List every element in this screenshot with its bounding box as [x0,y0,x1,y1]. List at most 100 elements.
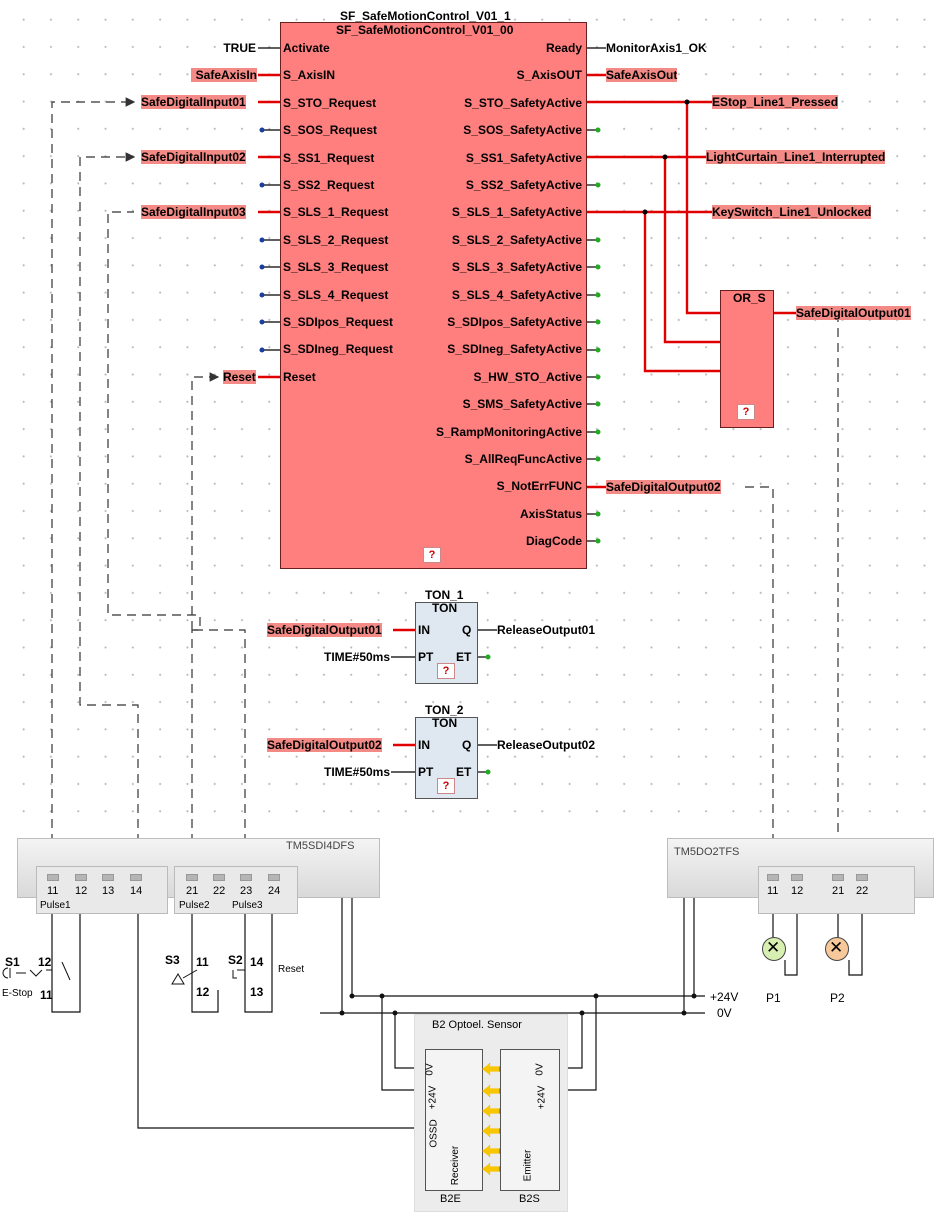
field-wiring [51,890,863,1129]
s1-label: S1 [5,955,20,969]
input-pin-s_sto_request: S_STO_Request [283,95,377,110]
ton2-q-var[interactable]: ReleaseOutput02 [497,738,596,752]
receiver-24v: +24V [427,1085,439,1110]
red-signal-wires [258,73,796,747]
pulse2-label: Pulse2 [179,900,210,911]
s1-terminal-a: 12 [38,955,52,969]
input-pin-s_ss2_request: S_SS2_Request [283,178,375,192]
ton2-pt-var[interactable]: TIME#50ms [324,765,391,779]
output-pin-s_rampmonitoringactive: S_RampMonitoringActive [435,424,582,439]
ton2-pin-et: ET [456,765,472,779]
ton1-help-icon[interactable]: ? [437,663,455,679]
ton1-instance: TON_1 [425,588,464,602]
var-lightcurtain-line1[interactable]: LightCurtain_Line1_Interrupted [706,150,886,164]
main-block-help-icon[interactable]: ? [423,547,441,563]
safe-motion-control-block[interactable] [280,22,587,569]
receiver-label: Receiver [450,1145,462,1186]
ton1-pin-in: IN [418,623,430,637]
lamp-p2-icon [825,937,849,961]
ton2-pin-q: Q [462,738,472,752]
terminal-12[interactable]: 12 [75,885,88,897]
input-pin-activate: Activate [283,41,330,55]
output-pin-ready: Ready [545,41,582,55]
out-terminal-12[interactable]: 12 [791,885,804,897]
output-pin-s_ss2_safetyactive: S_SS2_SafetyActive [465,178,582,192]
terminal-23[interactable]: 23 [240,885,253,897]
ton2-help-icon[interactable]: ? [437,778,455,794]
var-estop-line1[interactable]: EStop_Line1_Pressed [712,95,839,109]
terminal-14[interactable]: 14 [130,885,143,897]
or-s-label: OR_S [733,291,766,305]
s3-terminal-a: 11 [196,955,209,969]
var-safe-digital-input-02[interactable]: SafeDigitalInput02 [141,150,246,164]
block-instance-name: SF_SafeMotionControl_V01_1 [340,9,511,23]
ton1-in-var[interactable]: SafeDigitalOutput01 [267,623,382,637]
var-keyswitch-line1[interactable]: KeySwitch_Line1_Unlocked [712,205,872,219]
ton2-pin-pt: PT [418,765,434,779]
output-pin-s_ss1_safetyactive: S_SS1_SafetyActive [465,150,582,165]
input-pin-reset: Reset [283,369,316,384]
ton1-pin-q: Q [462,623,472,637]
lamp-p1-label: P1 [766,991,781,1005]
ton1-pin-et: ET [456,650,472,664]
terminal-led [832,874,844,881]
power-plus-label: +24V [710,990,739,1004]
module-in-name: TM5SDI4DFS [286,840,355,852]
receiver-ossd: OSSD [428,1119,440,1148]
block-type-name: SF_SafeMotionControl_V01_00 [336,23,514,37]
input-pin-s_sls_1_request: S_SLS_1_Request [283,205,389,220]
var-safe-digital-output-01[interactable]: SafeDigitalOutput01 [796,306,911,320]
sensor-title: B2 Optoel. Sensor [432,1019,522,1031]
out-terminal-11[interactable]: 11 [767,885,779,897]
var-monitor-axis[interactable]: MonitorAxis1_OK [606,41,707,55]
ton2-in-var[interactable]: SafeDigitalOutput02 [267,738,382,752]
terminal-11[interactable]: 11 [47,885,59,897]
input-pin-s_ss1_request: S_SS1_Request [283,150,375,165]
s1-terminal-b: 11 [40,988,53,1002]
s1-caption: E-Stop [2,988,33,999]
switch-symbols [2,961,246,985]
output-pin-s_sdipos_safetyactive: S_SDIpos_SafetyActive [447,315,582,329]
var-true[interactable]: TRUE [223,41,256,55]
terminal-led [856,874,868,881]
emitter-label: Emitter [522,1149,534,1182]
terminal-led [186,874,198,881]
emitter-24v: +24V [536,1085,548,1110]
s3-label: S3 [165,953,180,967]
terminal-led [213,874,225,881]
ton1-q-var[interactable]: ReleaseOutput01 [497,623,596,637]
output-pin-s_allreqfuncactive: S_AllReqFuncActive [464,452,582,466]
output-pin-s_axisout: S_AxisOUT [516,68,582,83]
output-pin-s_sto_safetyactive: S_STO_SafetyActive [464,95,582,110]
lamp-p2-x: ✕ [829,938,844,957]
out-terminal-22[interactable]: 22 [856,885,869,897]
terminal-21[interactable]: 21 [186,885,199,897]
var-reset[interactable]: Reset [223,370,256,384]
terminal-led [130,874,142,881]
terminal-24[interactable]: 24 [268,885,281,897]
output-pin-s_sls_4_safetyactive: S_SLS_4_SafetyActive [451,287,582,302]
var-safe-axis-out[interactable]: SafeAxisOut [606,68,678,82]
output-pin-axisstatus: AxisStatus [519,506,582,521]
terminal-22[interactable]: 22 [213,885,226,897]
s2-caption: Reset [278,964,305,975]
sensor-b2s-label: B2S [519,1193,540,1205]
output-pin-s_hw_sto_active: S_HW_STO_Active [473,369,583,384]
sensor-receiver [425,1049,483,1191]
input-pin-s_sdipos_request: S_SDIpos_Request [283,315,394,329]
var-safe-digital-input-01[interactable]: SafeDigitalInput01 [141,95,246,109]
output-pin-s_sls_3_safetyactive: S_SLS_3_SafetyActive [451,260,582,275]
sensor-emitter [500,1049,560,1191]
s2-label: S2 [228,953,243,967]
output-pin-s_noterrfunc: S_NotErrFUNC [496,479,582,494]
out-terminal-21[interactable]: 21 [832,885,845,897]
terminal-13[interactable]: 13 [102,885,115,897]
or-block-help-icon[interactable]: ? [737,404,755,420]
s2-terminal-a: 14 [250,955,264,969]
ton1-pt-var[interactable]: TIME#50ms [324,650,391,664]
var-safe-axis-in[interactable]: SafeAxisIn [191,68,257,82]
output-pin-diagcode: DiagCode [525,534,582,549]
var-safe-digital-input-03[interactable]: SafeDigitalInput03 [141,205,246,219]
var-safe-digital-output-02[interactable]: SafeDigitalOutput02 [606,480,721,494]
